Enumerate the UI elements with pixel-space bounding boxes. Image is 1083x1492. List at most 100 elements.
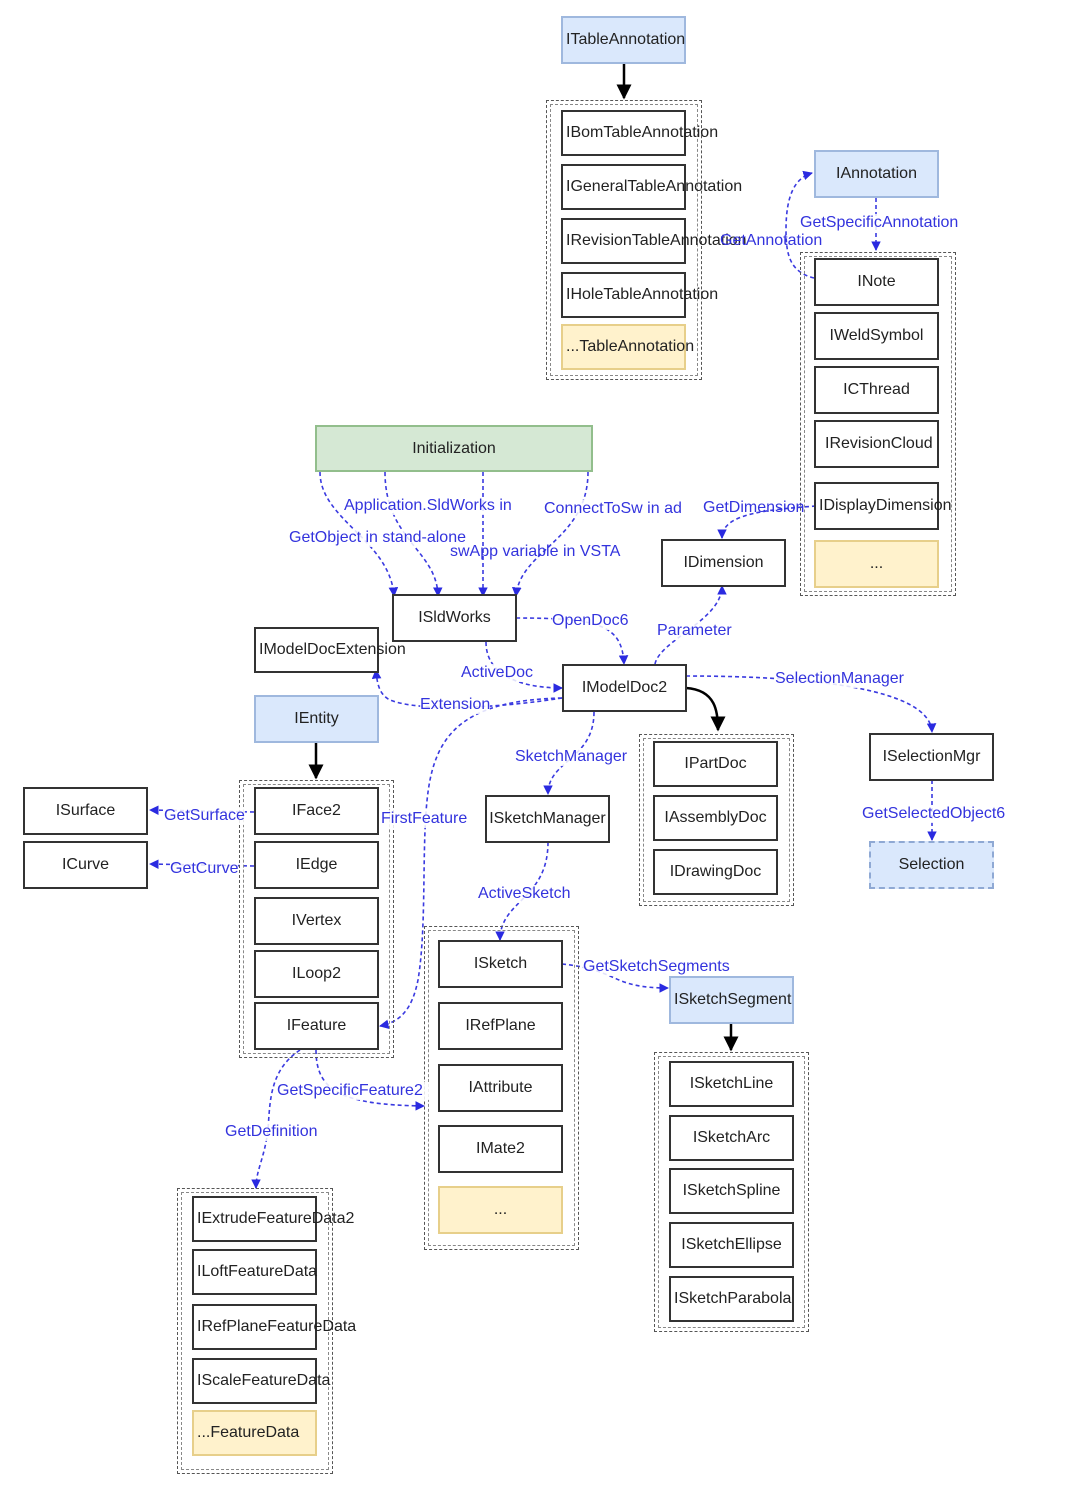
node-isketchmanager: ISketchManager xyxy=(485,795,610,843)
node-irevisioncloud: IRevisionCloud xyxy=(814,420,939,468)
node-irefplane: IRefPlane xyxy=(438,1002,563,1050)
edge-label-getobject: GetObject in stand-alone xyxy=(289,529,466,547)
node-isketch: ISketch xyxy=(438,940,563,988)
node-label: ISketchSegment xyxy=(674,991,792,1008)
edge-label-getselectedobject6: GetSelectedObject6 xyxy=(862,805,1006,823)
node-initialization: Initialization xyxy=(315,425,593,472)
node-label: IEdge xyxy=(295,856,338,873)
node-label: IExtrudeFeatureData2 xyxy=(197,1210,355,1227)
edge-label-getannotation: GetAnnotation xyxy=(720,232,823,249)
node-label: ITableAnnotation xyxy=(566,31,686,48)
node-label: IGeneralTableAnnotation xyxy=(566,178,743,195)
edge-label-application-sldworks: Application.SldWorks in xyxy=(344,497,512,515)
node-icurve: ICurve xyxy=(23,841,148,889)
node-itableannotation: ITableAnnotation xyxy=(561,16,686,64)
node-label: ...TableAnnotation xyxy=(566,338,695,355)
edge-init-connect xyxy=(511,471,589,597)
node-icthread: ICThread xyxy=(814,366,939,414)
edge-label-parameter: Parameter xyxy=(657,622,732,640)
node-label: IPartDoc xyxy=(684,755,747,772)
node-label: IEntity xyxy=(294,710,339,727)
node-irevisiontableannotation: IRevisionTableAnnotation xyxy=(561,218,747,264)
node-label: ILoop2 xyxy=(292,965,341,982)
node-label: ... xyxy=(493,1201,508,1218)
node-label: ISketchArc xyxy=(692,1129,771,1146)
node-label: ISketch xyxy=(473,955,528,972)
node-label: Selection xyxy=(898,856,965,873)
node-iannotation: IAnnotation xyxy=(814,150,939,198)
node-isketcharc: ISketchArc xyxy=(669,1115,794,1161)
node-label: ISketchSpline xyxy=(682,1182,781,1199)
node-label: ISelectionMgr xyxy=(882,748,981,765)
edge-label-opendoc6: OpenDoc6 xyxy=(552,612,629,630)
node-iweldsymbol: IWeldSymbol xyxy=(814,312,939,360)
node-idimension: IDimension xyxy=(661,539,786,587)
node-label: Initialization xyxy=(412,439,496,457)
node-iscalefeaturedata: IScaleFeatureData xyxy=(192,1358,330,1404)
node-label: IHoleTableAnnotation xyxy=(566,286,719,303)
node-label: ...FeatureData xyxy=(197,1424,300,1441)
edge-label-getdefinition: GetDefinition xyxy=(225,1123,318,1141)
edge-label-connecttosw: ConnectToSw in ad xyxy=(544,500,682,518)
node-label: ISketchEllipse xyxy=(681,1236,782,1253)
node-label: IRefPlane xyxy=(465,1017,536,1034)
node-iface2: IFace2 xyxy=(254,787,379,835)
node-iloop2: ILoop2 xyxy=(254,950,379,998)
node-isketchspline: ISketchSpline xyxy=(669,1168,794,1214)
node-iselectionmgr: ISelectionMgr xyxy=(869,733,994,781)
node-ivertex: IVertex xyxy=(254,897,379,945)
node-ibomtableannotation: IBomTableAnnotation xyxy=(561,110,718,156)
node-iedge: IEdge xyxy=(254,841,379,889)
node-selection: Selection xyxy=(869,841,994,889)
node-imodeldoc2: IModelDoc2 xyxy=(562,664,687,712)
node-label: IModelDocExtension xyxy=(259,641,406,658)
node-iextrudefeaturedata2: IExtrudeFeatureData2 xyxy=(192,1196,354,1242)
node-irefplanefeaturedata: IRefPlaneFeatureData xyxy=(192,1304,356,1350)
edge-label-getsurface: GetSurface xyxy=(164,807,245,825)
entity-group xyxy=(239,780,394,1058)
node-label: IDrawingDoc xyxy=(669,863,762,880)
node-label: ICurve xyxy=(61,856,110,873)
node-label: ICThread xyxy=(843,381,910,398)
node-label: IFeature xyxy=(286,1017,347,1034)
node-featuredata-other: ...FeatureData xyxy=(192,1410,317,1456)
node-label: ISketchLine xyxy=(689,1075,774,1092)
node-label: IAssemblyDoc xyxy=(664,809,767,826)
node-label: IRevisionTableAnnotation xyxy=(566,232,747,249)
edge-imodeldoc2-docs xyxy=(685,686,726,732)
edge-imodeldoc2-firstfeature xyxy=(379,697,563,1030)
edge-sketchmgr-isketch xyxy=(495,841,549,941)
node-label: IBomTableAnnotation xyxy=(566,124,719,141)
node-iattribute: IAttribute xyxy=(438,1064,563,1112)
edge-label-getspecificfeature2: GetSpecificFeature2 xyxy=(277,1082,437,1100)
node-idrawingdoc: IDrawingDoc xyxy=(653,849,778,895)
edge-label-extension: Extension xyxy=(420,696,491,714)
edge-idisplaydimension-idimension xyxy=(717,505,817,539)
edge-imodeldoc2-extension xyxy=(371,669,563,709)
edge-label-sketchmanager: SketchManager xyxy=(515,748,628,766)
node-annotation-other: ... xyxy=(814,540,939,588)
node-label: IAnnotation xyxy=(836,165,917,182)
node-isketchparabola: ISketchParabola xyxy=(669,1276,794,1322)
node-igeneraltableannotation: IGeneralTableAnnotation xyxy=(561,164,742,210)
table-annotation-group xyxy=(546,100,702,380)
node-label: IMate2 xyxy=(476,1140,525,1157)
node-isketchellipse: ISketchEllipse xyxy=(669,1222,794,1268)
document-type-group xyxy=(639,734,794,906)
edge-imodeldoc2-selmgr xyxy=(685,675,937,733)
edge-inote-iannotation xyxy=(785,170,815,279)
node-iholetableannotation: IHoleTableAnnotation xyxy=(561,272,718,318)
node-label: IAttribute xyxy=(468,1079,533,1096)
edge-label-getcurve: GetCurve xyxy=(170,860,239,878)
node-label: IDimension xyxy=(683,554,764,571)
node-isldworks: ISldWorks xyxy=(392,594,517,642)
node-idisplaydimension: IDisplayDimension xyxy=(814,482,952,530)
node-label: IWeldSymbol xyxy=(829,327,924,344)
node-isurface: ISurface xyxy=(23,787,148,835)
sketch-segment-group xyxy=(654,1052,809,1332)
edge-label-selectionmanager: SelectionManager xyxy=(775,670,904,688)
node-featuresub-other: ... xyxy=(438,1186,563,1234)
node-label: ... xyxy=(869,555,884,572)
node-label: ISketchManager xyxy=(489,810,606,827)
node-label: ILoftFeatureData xyxy=(197,1263,318,1280)
